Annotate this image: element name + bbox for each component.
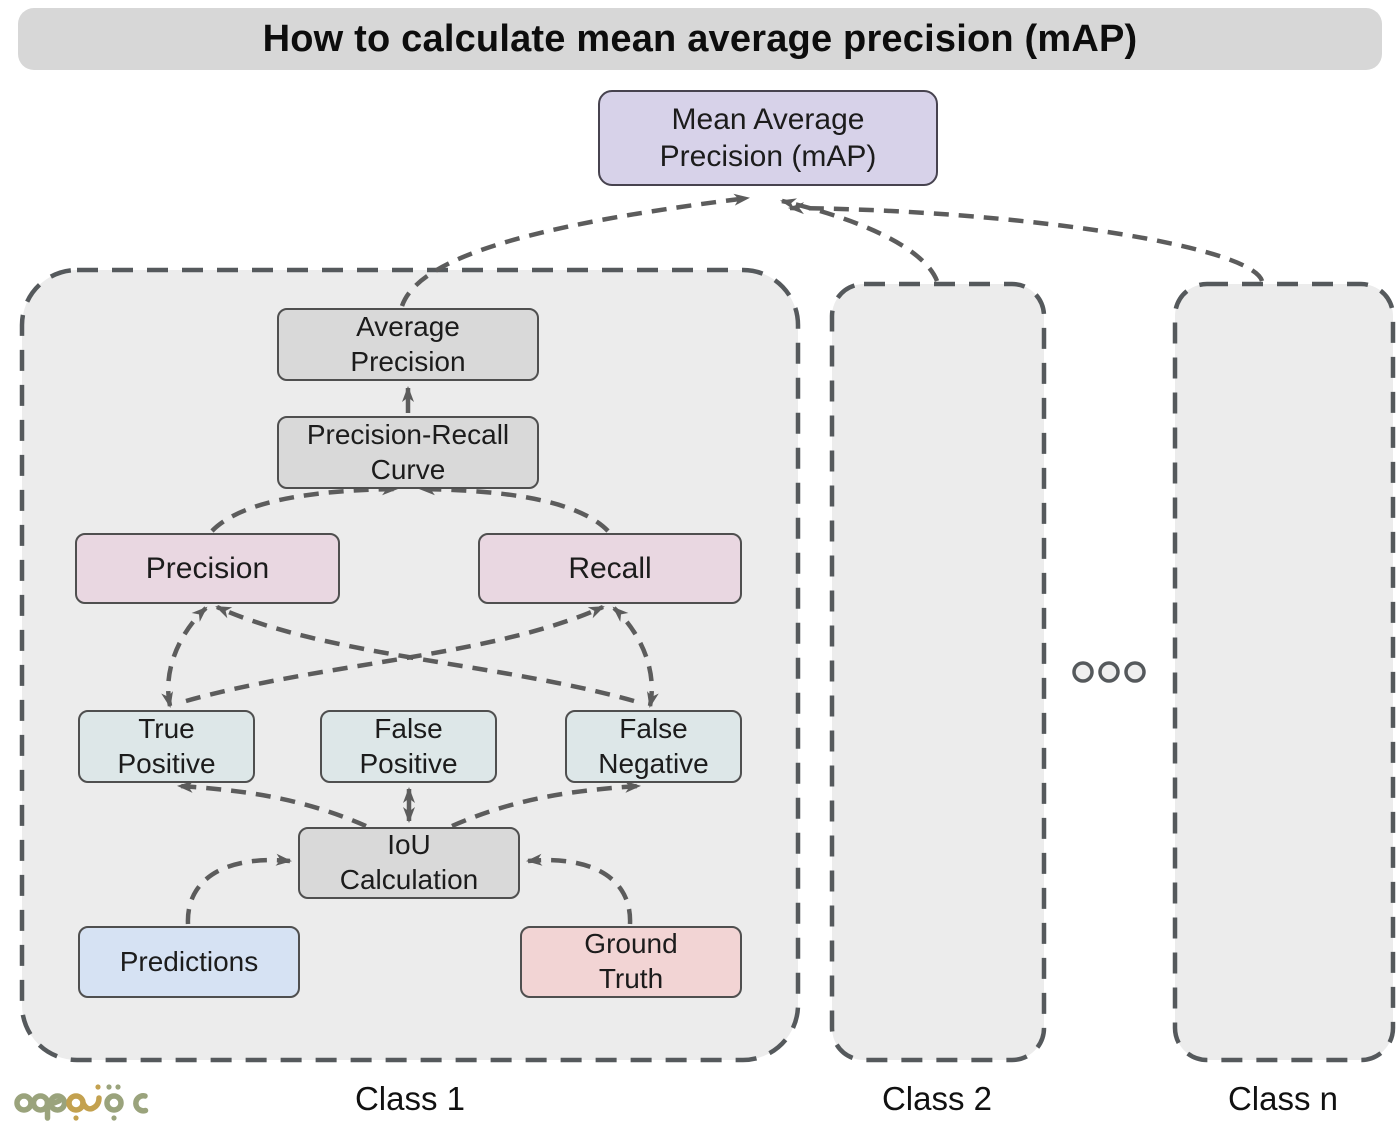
title-bar: How to calculate mean average precision … — [18, 8, 1382, 70]
node-false-positive: False Positive — [320, 710, 497, 783]
arrow-tp-to-recall — [185, 604, 605, 704]
node-label: Calculation — [339, 864, 479, 895]
arrow-classn-to-map — [788, 202, 1265, 282]
node-label: Precision (mAP) — [659, 140, 877, 173]
node-label: Precision — [145, 551, 270, 585]
class-2-label: Class 2 — [881, 1080, 993, 1117]
node-label: Truth — [598, 963, 664, 994]
node-precision: Precision — [75, 533, 340, 604]
node-predictions: Predictions — [78, 926, 300, 998]
page-title: How to calculate mean average precision … — [262, 17, 1138, 60]
class-1-container — [19, 267, 801, 1063]
arrow-iou-to-fn — [451, 780, 641, 829]
class-2-container — [829, 281, 1047, 1063]
arrow-tp-precision — [161, 606, 208, 708]
class-n-label: Class n — [1227, 1080, 1339, 1117]
arrow-average-precision-to-map — [399, 193, 750, 307]
node-label: Precision-Recall — [306, 418, 510, 450]
node-label: False — [374, 712, 443, 744]
arrow-precision-to-prcurve — [210, 483, 398, 533]
arrow-iou-to-tp — [177, 780, 367, 829]
node-average-precision: Average Precision — [277, 308, 539, 381]
node-label: Ground — [584, 928, 678, 960]
node-label: Recall — [568, 551, 652, 585]
node-label: False — [619, 712, 688, 744]
node-mean-average-precision: Mean Average Precision (mAP) — [598, 90, 938, 186]
node-false-negative: False Negative — [565, 710, 742, 783]
brand-logo-icon — [14, 1084, 149, 1121]
arrow-recall-to-prcurve — [419, 483, 610, 533]
class-1-label: Class 1 — [354, 1080, 466, 1117]
arrow-fn-recall — [612, 606, 659, 708]
node-label: Positive — [117, 747, 216, 779]
node-recall: Recall — [478, 533, 742, 604]
node-label: IoU — [387, 829, 431, 861]
node-label: Predictions — [119, 945, 259, 977]
node-precision-recall-curve: Precision-Recall Curve — [277, 416, 539, 489]
arrow-class2-to-map — [780, 198, 940, 282]
node-label: Negative — [598, 747, 709, 779]
node-iou-calculation: IoU Calculation — [298, 827, 520, 899]
node-label: Mean Average — [671, 102, 865, 136]
node-label: Average — [356, 310, 460, 342]
ellipsis-dots-icon — [1072, 661, 1146, 683]
arrow-predictions-to-iou — [185, 853, 292, 925]
node-label: Precision — [350, 345, 466, 377]
class-n-container — [1172, 281, 1396, 1063]
arrow-groundtruth-to-iou — [526, 853, 633, 925]
node-ground-truth: Ground Truth — [520, 926, 742, 998]
node-label: Positive — [359, 747, 458, 779]
node-label: Curve — [370, 453, 446, 485]
arrow-fn-to-precision — [215, 604, 635, 704]
node-true-positive: True Positive — [78, 710, 255, 783]
node-label: True — [138, 712, 195, 744]
